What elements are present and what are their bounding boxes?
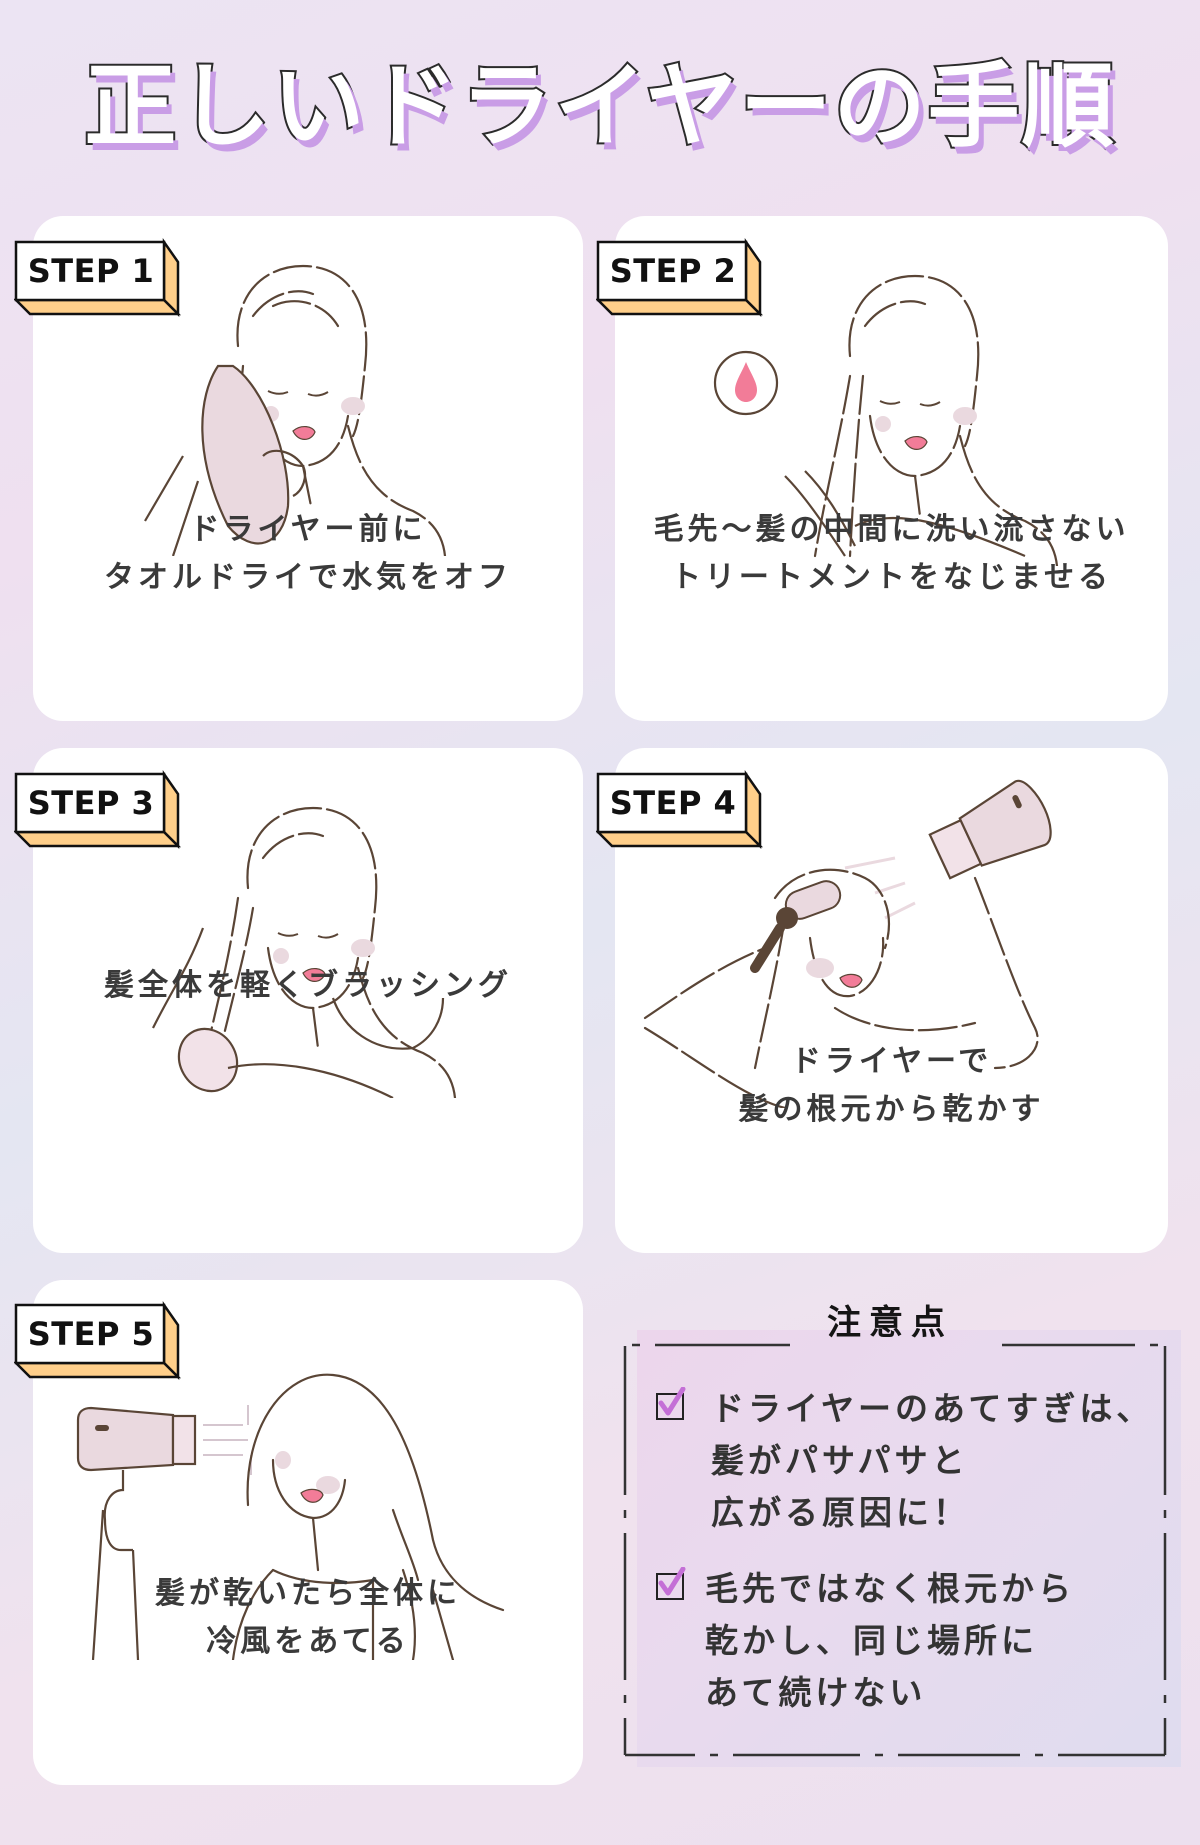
step-2-badge: STEP 2 bbox=[596, 236, 772, 316]
checkbox-checked-icon bbox=[656, 1387, 686, 1420]
checkbox-checked-icon bbox=[656, 1567, 686, 1600]
caution-dashed-frame bbox=[623, 1343, 1167, 1757]
caution-item-2-text: 毛先ではなく根元から 乾かし、同じ場所に あて続けない bbox=[705, 1569, 1075, 1712]
step-1-caption-line-2: タオルドライで水気をオフ bbox=[104, 560, 512, 595]
step-3-caption-line-1: 髪全体を軽くブラッシング bbox=[104, 968, 512, 1003]
caution-item-1: ドライヤーのあてすぎは、 髪がパサパサと 広がる原因に！ bbox=[655, 1383, 1175, 1543]
woman-towel-drying-hair-illustration bbox=[144, 264, 447, 556]
step-1-badge: STEP 1 bbox=[14, 236, 190, 316]
page-title: 正しいドライヤーの手順 bbox=[82, 51, 1116, 162]
step-5-caption-line-1: 髪が乾いたら全体に bbox=[155, 1576, 461, 1611]
woman-brushing-hair-illustration bbox=[152, 806, 457, 1098]
woman-drying-roots-with-brush-illustration bbox=[643, 779, 1052, 1108]
step-2-caption-line-2: トリートメントをなじませる bbox=[670, 560, 1113, 595]
step-4-caption-line-1: ドライヤーで bbox=[790, 1044, 993, 1079]
caution-panel bbox=[637, 1330, 1181, 1767]
step-5-badge: STEP 5 bbox=[14, 1299, 190, 1379]
woman-applying-treatment-illustration bbox=[784, 274, 1059, 566]
step-3-badge: STEP 3 bbox=[14, 768, 190, 848]
droplet-icon bbox=[713, 350, 779, 416]
woman-cool-air-drying-illustration bbox=[76, 1373, 505, 1660]
step-5-caption-line-2: 冷風をあてる bbox=[206, 1624, 410, 1659]
step-4-caption-line-2: 髪の根元から乾かす bbox=[738, 1092, 1045, 1127]
step-4-badge: STEP 4 bbox=[596, 768, 772, 848]
caution-title: 注意点 bbox=[827, 1303, 953, 1343]
step-1-caption-line-1: ドライヤー前に bbox=[189, 512, 427, 547]
step-card-1: ドライヤー前に タオルドライで水気をオフ bbox=[33, 216, 583, 721]
step-2-caption-line-1: 毛先〜髪の中間に洗い流さない bbox=[653, 512, 1130, 547]
caution-item-2: 毛先ではなく根元から 乾かし、同じ場所に あて続けない bbox=[655, 1563, 1175, 1723]
caution-item-1-text: ドライヤーのあてすぎは、 髪がパサパサと 広がる原因に！ bbox=[711, 1389, 1154, 1532]
